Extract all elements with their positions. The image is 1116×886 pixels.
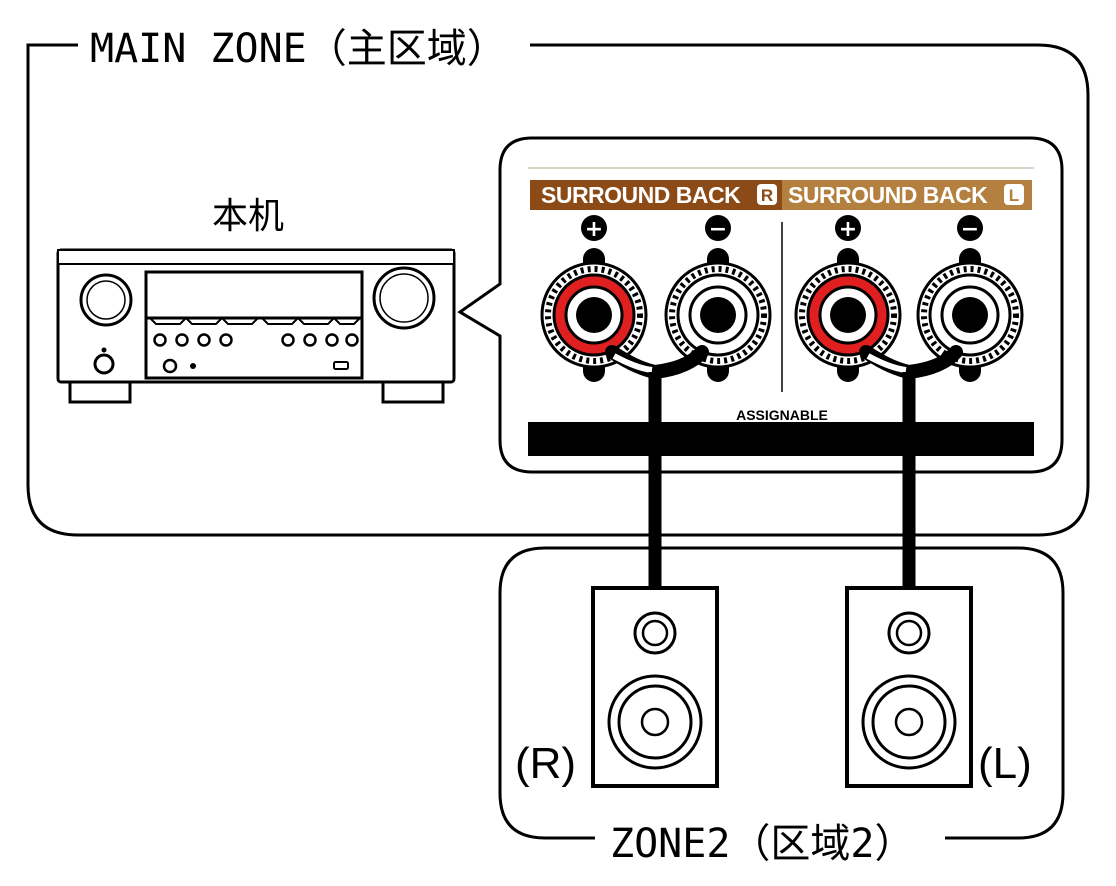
usb-port <box>333 361 349 370</box>
power-button <box>93 353 115 375</box>
receiver-foot-right <box>381 380 445 404</box>
terminal-header-r: SURROUND BACK R <box>530 180 782 210</box>
speaker-cables <box>605 345 963 595</box>
terminal-header-r-label: SURROUND BACK <box>541 182 741 208</box>
polarity-markers: + − + − <box>581 215 983 242</box>
unit-label: 本机 <box>212 196 284 237</box>
svg-text:+: + <box>839 217 857 242</box>
main-zone-frame: MAIN ZONE（主区域） <box>26 26 1090 537</box>
minus-icon: − <box>705 215 731 242</box>
terminal-header-l: SURROUND BACK L <box>782 180 1032 210</box>
terminal-header-l-label: SURROUND BACK <box>788 182 988 208</box>
speaker-l <box>845 586 973 788</box>
zone2-frame: ZONE2（区域2） <box>498 546 1065 867</box>
speaker-l-label: (L) <box>978 739 1032 788</box>
volume-knob <box>372 266 436 330</box>
terminal-header-l-badge: L <box>1009 186 1019 205</box>
speaker-r <box>591 586 719 788</box>
front-panel-buttons <box>153 333 359 347</box>
setup-mic-jack <box>190 363 196 369</box>
receiver-foot-left <box>68 380 132 404</box>
terminal-r-positive <box>540 261 648 369</box>
svg-text:−: − <box>709 217 727 242</box>
zone2-title: ZONE2（区域2） <box>610 821 915 867</box>
svg-text:−: − <box>961 217 979 242</box>
terminal-r-negative <box>664 261 772 369</box>
headphone-jack <box>162 358 178 374</box>
minus-icon: − <box>957 215 983 242</box>
av-receiver <box>56 248 456 404</box>
speaker-r-label: (R) <box>515 739 576 788</box>
panel-bottom-strip <box>528 422 1034 456</box>
terminal-header-r-badge: R <box>761 186 773 205</box>
assignable-label: ASSIGNABLE <box>736 407 828 423</box>
plus-icon: + <box>581 215 607 242</box>
plus-icon: + <box>835 215 861 242</box>
terminal-l-positive <box>794 261 902 369</box>
binding-posts <box>540 248 1024 382</box>
input-selector-knob <box>79 273 133 327</box>
main-zone-title: MAIN ZONE（主区域） <box>90 26 507 72</box>
svg-text:+: + <box>585 217 603 242</box>
terminal-l-negative <box>916 261 1024 369</box>
